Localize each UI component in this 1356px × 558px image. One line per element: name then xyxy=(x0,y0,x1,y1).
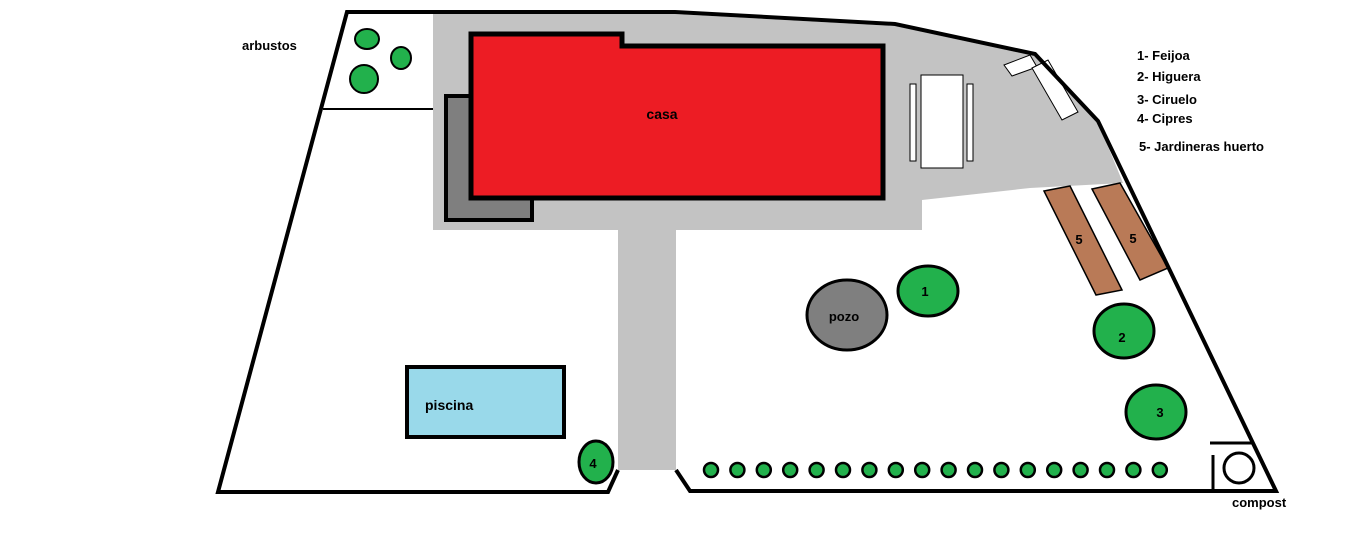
hedge-shrub xyxy=(1098,461,1116,479)
tree-higuera-number: 2 xyxy=(1118,330,1125,345)
well-label: pozo xyxy=(829,309,859,324)
tree-higuera xyxy=(1092,302,1156,360)
hedge-row xyxy=(702,461,1169,479)
terrace-bench-right xyxy=(966,83,974,162)
compost-barrel xyxy=(1222,451,1256,485)
planter-1 xyxy=(1042,185,1124,296)
hedge-shrub xyxy=(808,461,825,479)
hedge-shrub xyxy=(834,461,852,479)
shrubs-label: arbustos xyxy=(242,38,297,53)
terrace-bench-left xyxy=(909,83,917,162)
hedge-shrub xyxy=(993,461,1010,479)
legend: 1- Feijoa 2- Higuera 3- Ciruelo 4- Cipre… xyxy=(1137,48,1264,154)
pool xyxy=(405,365,566,439)
hedge-shrub xyxy=(1151,461,1169,479)
compost-label: compost xyxy=(1232,495,1287,510)
shrub-3 xyxy=(349,64,379,94)
tree-feijoa xyxy=(896,264,960,318)
house-label: casa xyxy=(646,106,677,122)
hedge-shrub xyxy=(1072,461,1089,479)
shrub-2 xyxy=(390,46,412,70)
tree-cipres xyxy=(577,439,615,485)
tree-feijoa-number: 1 xyxy=(921,284,928,299)
hedge-shrub xyxy=(966,461,984,479)
hedge-shrub xyxy=(940,461,957,479)
legend-item-4: 4- Cipres xyxy=(1137,111,1193,126)
legend-item-1: 1- Feijoa xyxy=(1137,48,1191,63)
well xyxy=(805,278,889,352)
tree-cipres-number: 4 xyxy=(589,456,597,471)
tree-ciruelo-number: 3 xyxy=(1156,405,1163,420)
hedge-shrub xyxy=(861,461,878,479)
hedge-shrub xyxy=(729,461,746,479)
hedge-shrub xyxy=(781,461,799,479)
pool-label: piscina xyxy=(425,397,473,413)
planter-2-number: 5 xyxy=(1129,231,1136,246)
planter-1-number: 5 xyxy=(1075,232,1082,247)
legend-item-3: 3- Ciruelo xyxy=(1137,92,1197,107)
legend-item-5: 5- Jardineras huerto xyxy=(1139,139,1264,154)
hedge-shrub xyxy=(887,461,905,479)
legend-item-2: 2- Higuera xyxy=(1137,69,1201,84)
plot-boundary xyxy=(215,10,1280,494)
hedge-shrub xyxy=(1045,461,1063,479)
terrace-table xyxy=(920,74,964,169)
hedge-shrub xyxy=(702,461,720,479)
shrub-1 xyxy=(354,28,380,50)
hedge-shrub xyxy=(913,461,931,479)
house xyxy=(468,31,886,201)
hedge-shrub xyxy=(755,461,773,479)
hedge-shrub xyxy=(1019,461,1037,479)
hedge-shrub xyxy=(1125,461,1142,479)
tree-ciruelo xyxy=(1124,383,1188,441)
